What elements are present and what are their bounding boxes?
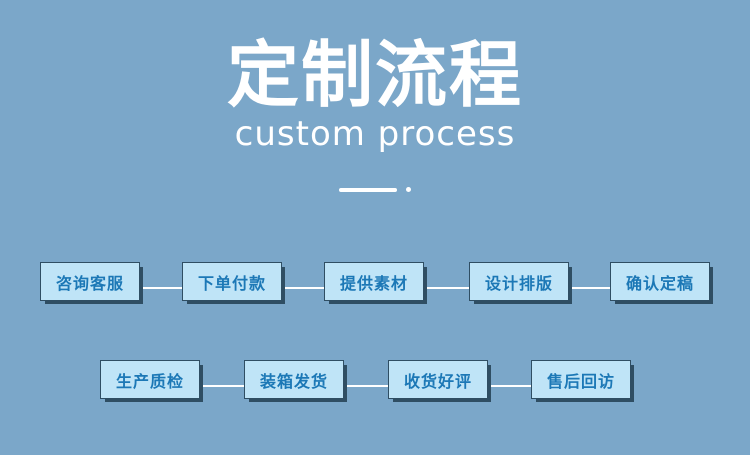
step-label: 下单付款 (182, 262, 282, 301)
process-step: 提供素材 (324, 262, 427, 304)
step-label: 确认定稿 (610, 262, 710, 301)
process-step: 售后回访 (531, 360, 634, 402)
step-label: 生产质检 (100, 360, 200, 399)
step-label: 收货好评 (388, 360, 488, 399)
connector-line (427, 287, 469, 289)
step-label: 售后回访 (531, 360, 631, 399)
connector-line (284, 287, 324, 289)
connector-line (346, 385, 388, 387)
step-label: 咨询客服 (40, 262, 140, 301)
connector-line (202, 385, 244, 387)
process-step: 设计排版 (469, 262, 572, 304)
process-step: 收货好评 (388, 360, 491, 402)
process-step: 确认定稿 (610, 262, 713, 304)
process-step: 生产质检 (100, 360, 203, 402)
process-step: 咨询客服 (40, 262, 143, 304)
process-step: 装箱发货 (244, 360, 347, 402)
title-divider (339, 188, 397, 192)
page-subtitle: custom process (234, 114, 516, 154)
title-divider-dot (406, 187, 411, 192)
process-row-2: 生产质检 装箱发货 收货好评 售后回访 (0, 360, 750, 410)
connector-line (490, 385, 531, 387)
step-label: 提供素材 (324, 262, 424, 301)
connector-line (571, 287, 610, 289)
connector-line (142, 287, 182, 289)
page-title: 定制流程 (226, 33, 523, 117)
process-row-1: 咨询客服 下单付款 提供素材 设计排版 确认定稿 (0, 262, 750, 312)
step-label: 设计排版 (469, 262, 569, 301)
process-step: 下单付款 (182, 262, 285, 304)
step-label: 装箱发货 (244, 360, 344, 399)
